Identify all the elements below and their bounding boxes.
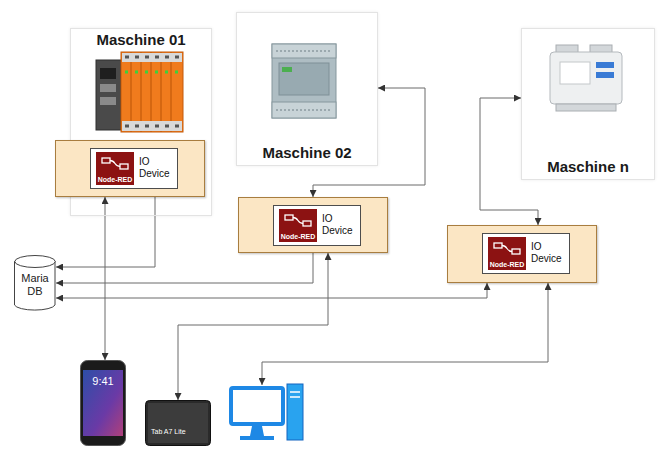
- io-device-box: Node-RED IO Device: [238, 197, 388, 253]
- cylinder-body: [15, 261, 56, 310]
- plc-base-module: [96, 60, 121, 130]
- icon-wire: [502, 246, 512, 252]
- plc-led: [282, 67, 292, 72]
- machine-panel: Maschine 02: [236, 12, 378, 166]
- tablet-illustration: [145, 400, 211, 446]
- icon-node: [512, 249, 520, 254]
- logo-text: Node-RED: [279, 232, 317, 241]
- plc-terminals: [122, 121, 182, 131]
- pc-tower: [287, 384, 303, 440]
- machine-panel: Maschine n: [521, 28, 655, 180]
- pc-illustration: [231, 384, 303, 440]
- icon-wire: [110, 161, 120, 167]
- node-red-logo: Node-RED: [488, 237, 526, 270]
- plc-port: [100, 97, 116, 105]
- pc-stand: [250, 426, 264, 436]
- database-node: Maria DB: [14, 255, 56, 312]
- connector-arrow: [178, 253, 328, 400]
- machine-panel: Maschine 01 Node-RED IO Device: [70, 28, 212, 216]
- database-label: Maria DB: [21, 272, 49, 298]
- icon-node: [494, 243, 502, 248]
- controller-label: [596, 62, 614, 68]
- icon-node: [285, 215, 293, 220]
- plc-port: [100, 84, 116, 92]
- tablet-screen: [148, 403, 208, 443]
- plc-terminal-screws: [125, 57, 179, 126]
- node-red-icon: [488, 237, 526, 259]
- controller-connector: [556, 104, 616, 111]
- node-red-frame: Node-RED IO Device: [482, 233, 570, 274]
- phone-illustration: [80, 360, 126, 446]
- machine-title: Maschine 01: [71, 31, 211, 49]
- machine-title: Maschine 02: [237, 144, 377, 162]
- connector-arrow: [480, 98, 538, 225]
- tablet-model: Tab A7 Lite: [145, 400, 211, 436]
- connector-arrow: [56, 283, 487, 298]
- phone-body: [81, 361, 126, 446]
- logo-text: Node-RED: [96, 175, 134, 184]
- plc-leds: [125, 71, 178, 74]
- tablet-node: Tab A7 Lite: [145, 400, 211, 446]
- pc-drive-slots: [290, 392, 300, 397]
- plc-terminals: [122, 53, 182, 62]
- node-red-logo: Node-RED: [96, 152, 134, 185]
- icon-node: [102, 158, 110, 163]
- icon-node: [303, 221, 311, 226]
- icon-wire: [293, 218, 303, 224]
- logo-text: Node-RED: [488, 260, 526, 269]
- device-label: IO Device: [322, 213, 353, 237]
- node-red-icon: [96, 152, 134, 174]
- connector-arrow: [56, 253, 313, 283]
- device-label: IO Device: [531, 241, 562, 265]
- cylinder-top: [15, 256, 56, 268]
- phone-node: 9:41: [80, 360, 126, 446]
- plc-io-modules: [121, 52, 183, 132]
- plc-housing: [272, 44, 336, 118]
- plc-front-cover: [279, 63, 329, 95]
- io-device-box: Node-RED IO Device: [447, 225, 597, 283]
- controller-label: [596, 72, 614, 78]
- plc-illustration: [96, 52, 183, 132]
- node-red-logo: Node-RED: [279, 209, 317, 242]
- controller-illustration: [550, 45, 622, 111]
- plc-illustration: [272, 44, 336, 118]
- node-red-frame: Node-RED IO Device: [90, 148, 178, 189]
- node-red-icon: [279, 209, 317, 231]
- machine-title: Maschine n: [522, 158, 654, 176]
- icon-node: [120, 164, 128, 169]
- controller-housing: [550, 52, 622, 104]
- device-label: IO Device: [139, 156, 170, 180]
- plc-port: [100, 68, 116, 79]
- node-red-frame: Node-RED IO Device: [273, 205, 361, 246]
- controller-panel: [560, 62, 590, 84]
- plc-terminal-row: [276, 51, 332, 110]
- tablet-body: [146, 401, 211, 446]
- phone-clock: 9:41: [80, 360, 126, 388]
- pc-monitor: [231, 388, 283, 424]
- connector-arrow: [105, 197, 106, 360]
- connector-arrow: [313, 88, 425, 197]
- pc-base: [240, 436, 274, 440]
- plc-module-seams: [131, 52, 171, 132]
- io-device-box: Node-RED IO Device: [55, 140, 205, 197]
